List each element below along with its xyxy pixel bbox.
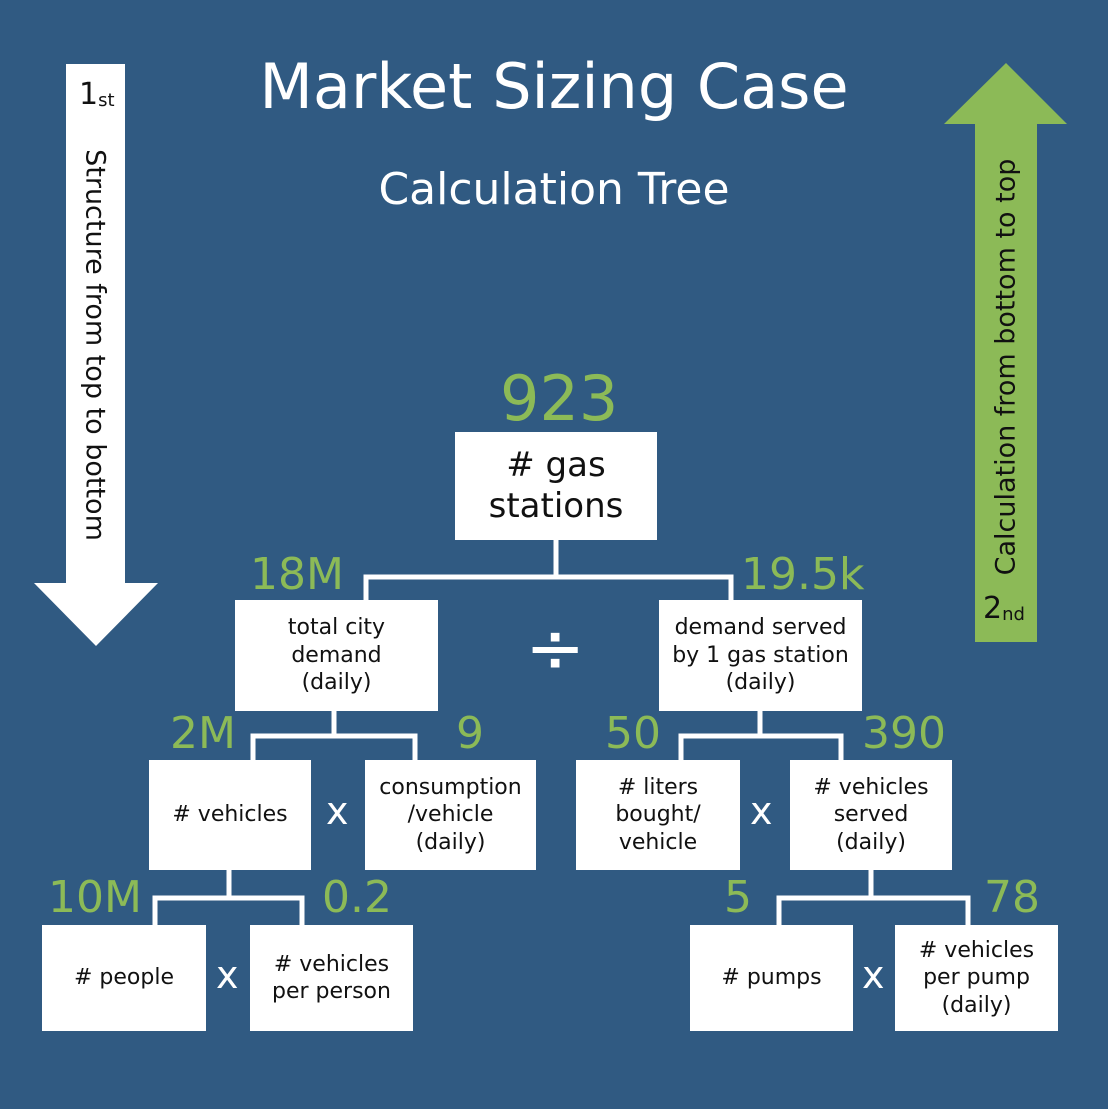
- consumption-value: 9: [456, 708, 484, 759]
- city-demand-box: total city demand (daily): [235, 600, 438, 711]
- vehicles-served-box: # vehicles served (daily): [790, 760, 952, 870]
- vehicles-value: 2M: [170, 708, 236, 759]
- pumps-box: # pumps: [690, 925, 853, 1031]
- people-value: 10M: [48, 872, 142, 923]
- vehicles-served-value: 390: [862, 708, 946, 759]
- second-step-ordinal: 2nd: [983, 591, 1025, 626]
- vehicles-per-person-box: # vehicles per person: [250, 925, 413, 1031]
- multiply-operator: x: [216, 953, 239, 997]
- multiply-operator: x: [750, 789, 773, 833]
- consumption-box: consumption /vehicle (daily): [365, 760, 536, 870]
- diagram-title: Market Sizing Case: [259, 50, 849, 123]
- connector-veh-served: [776, 895, 971, 925]
- first-step-ordinal: 1st: [79, 77, 115, 112]
- divide-operator: ÷: [525, 606, 586, 690]
- vehicles-per-pump-value: 78: [984, 872, 1040, 923]
- connector-vehicles: [152, 895, 305, 925]
- city-demand-value: 18M: [250, 549, 344, 600]
- liters-box: # liters bought/ vehicle: [576, 760, 740, 870]
- pumps-value: 5: [724, 872, 752, 923]
- connector-root: [363, 574, 734, 600]
- connector-served: [678, 733, 844, 760]
- multiply-operator: x: [326, 789, 349, 833]
- vehicles-box: # vehicles: [149, 760, 311, 870]
- people-box: # people: [42, 925, 206, 1031]
- gas-stations-box: # gas stations: [455, 432, 657, 540]
- multiply-operator: x: [862, 953, 885, 997]
- connector-city-demand: [250, 733, 418, 760]
- diagram-subtitle: Calculation Tree: [378, 164, 730, 215]
- demand-served-box: demand served by 1 gas station (daily): [659, 600, 862, 711]
- liters-value: 50: [605, 708, 661, 759]
- vehicles-per-pump-box: # vehicles per pump (daily): [895, 925, 1058, 1031]
- demand-served-value: 19.5k: [741, 549, 865, 600]
- vehicles-per-person-value: 0.2: [322, 872, 392, 923]
- gas-stations-value: 923: [500, 362, 619, 435]
